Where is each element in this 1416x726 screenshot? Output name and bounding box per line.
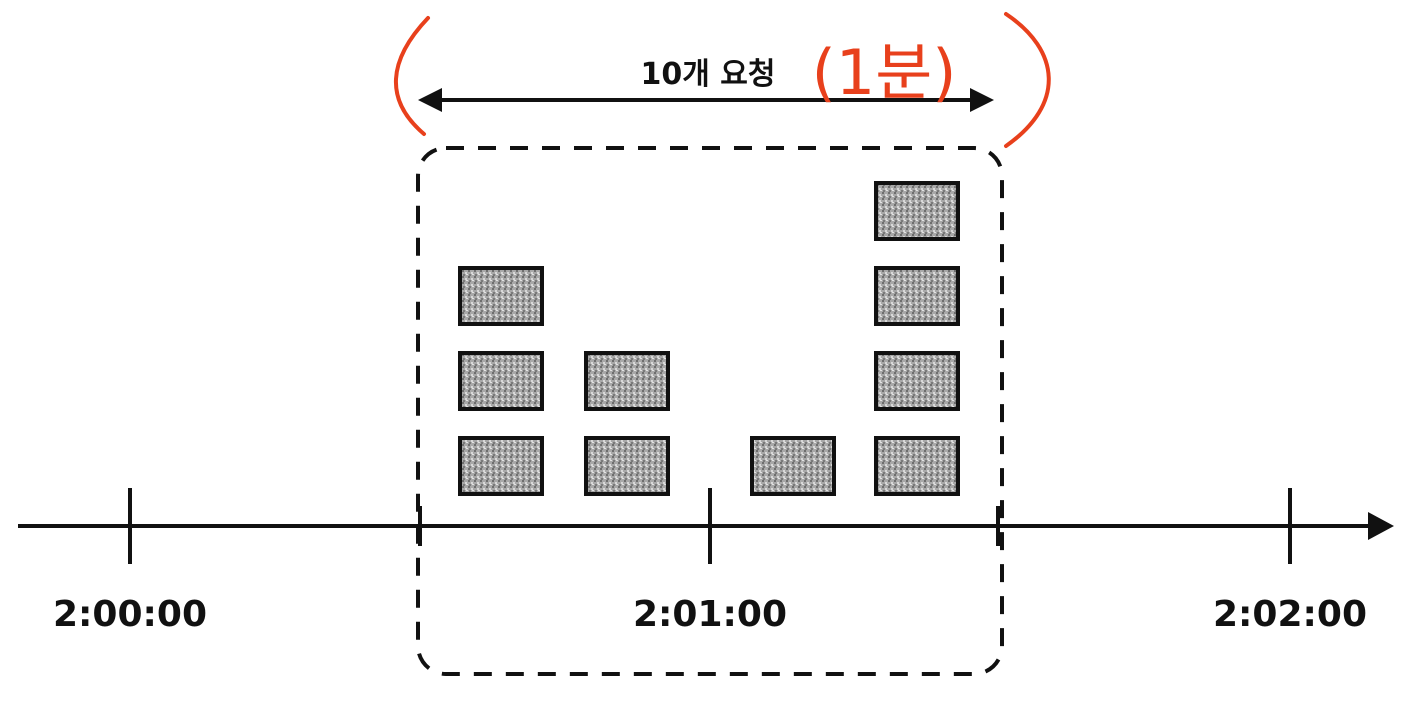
tick-label-1: 2:01:00 xyxy=(633,594,787,635)
request-block xyxy=(874,436,960,496)
annotation-text: (1분) xyxy=(812,36,957,109)
left-paren-outer xyxy=(393,16,430,136)
window-annotation: (1분) xyxy=(393,12,1051,148)
tick-label-0: 2:00:00 xyxy=(53,594,207,635)
request-block xyxy=(874,181,960,241)
request-block xyxy=(584,436,670,496)
window-label: 10개 요청 xyxy=(641,57,776,92)
tick-label-2: 2:02:00 xyxy=(1213,594,1367,635)
window-span-arrow xyxy=(418,88,994,112)
tick-marks xyxy=(128,488,1292,564)
request-block xyxy=(874,266,960,326)
timeline-axis xyxy=(18,512,1394,540)
request-block xyxy=(874,351,960,411)
window-box xyxy=(416,146,1004,676)
request-block xyxy=(750,436,836,496)
request-blocks xyxy=(458,181,960,496)
request-block xyxy=(584,351,670,411)
request-block xyxy=(458,266,544,326)
right-paren-outer xyxy=(1004,12,1051,148)
request-block xyxy=(458,436,544,496)
tick-labels: 2:00:00 2:01:00 2:02:00 xyxy=(53,594,1367,635)
request-block xyxy=(458,351,544,411)
